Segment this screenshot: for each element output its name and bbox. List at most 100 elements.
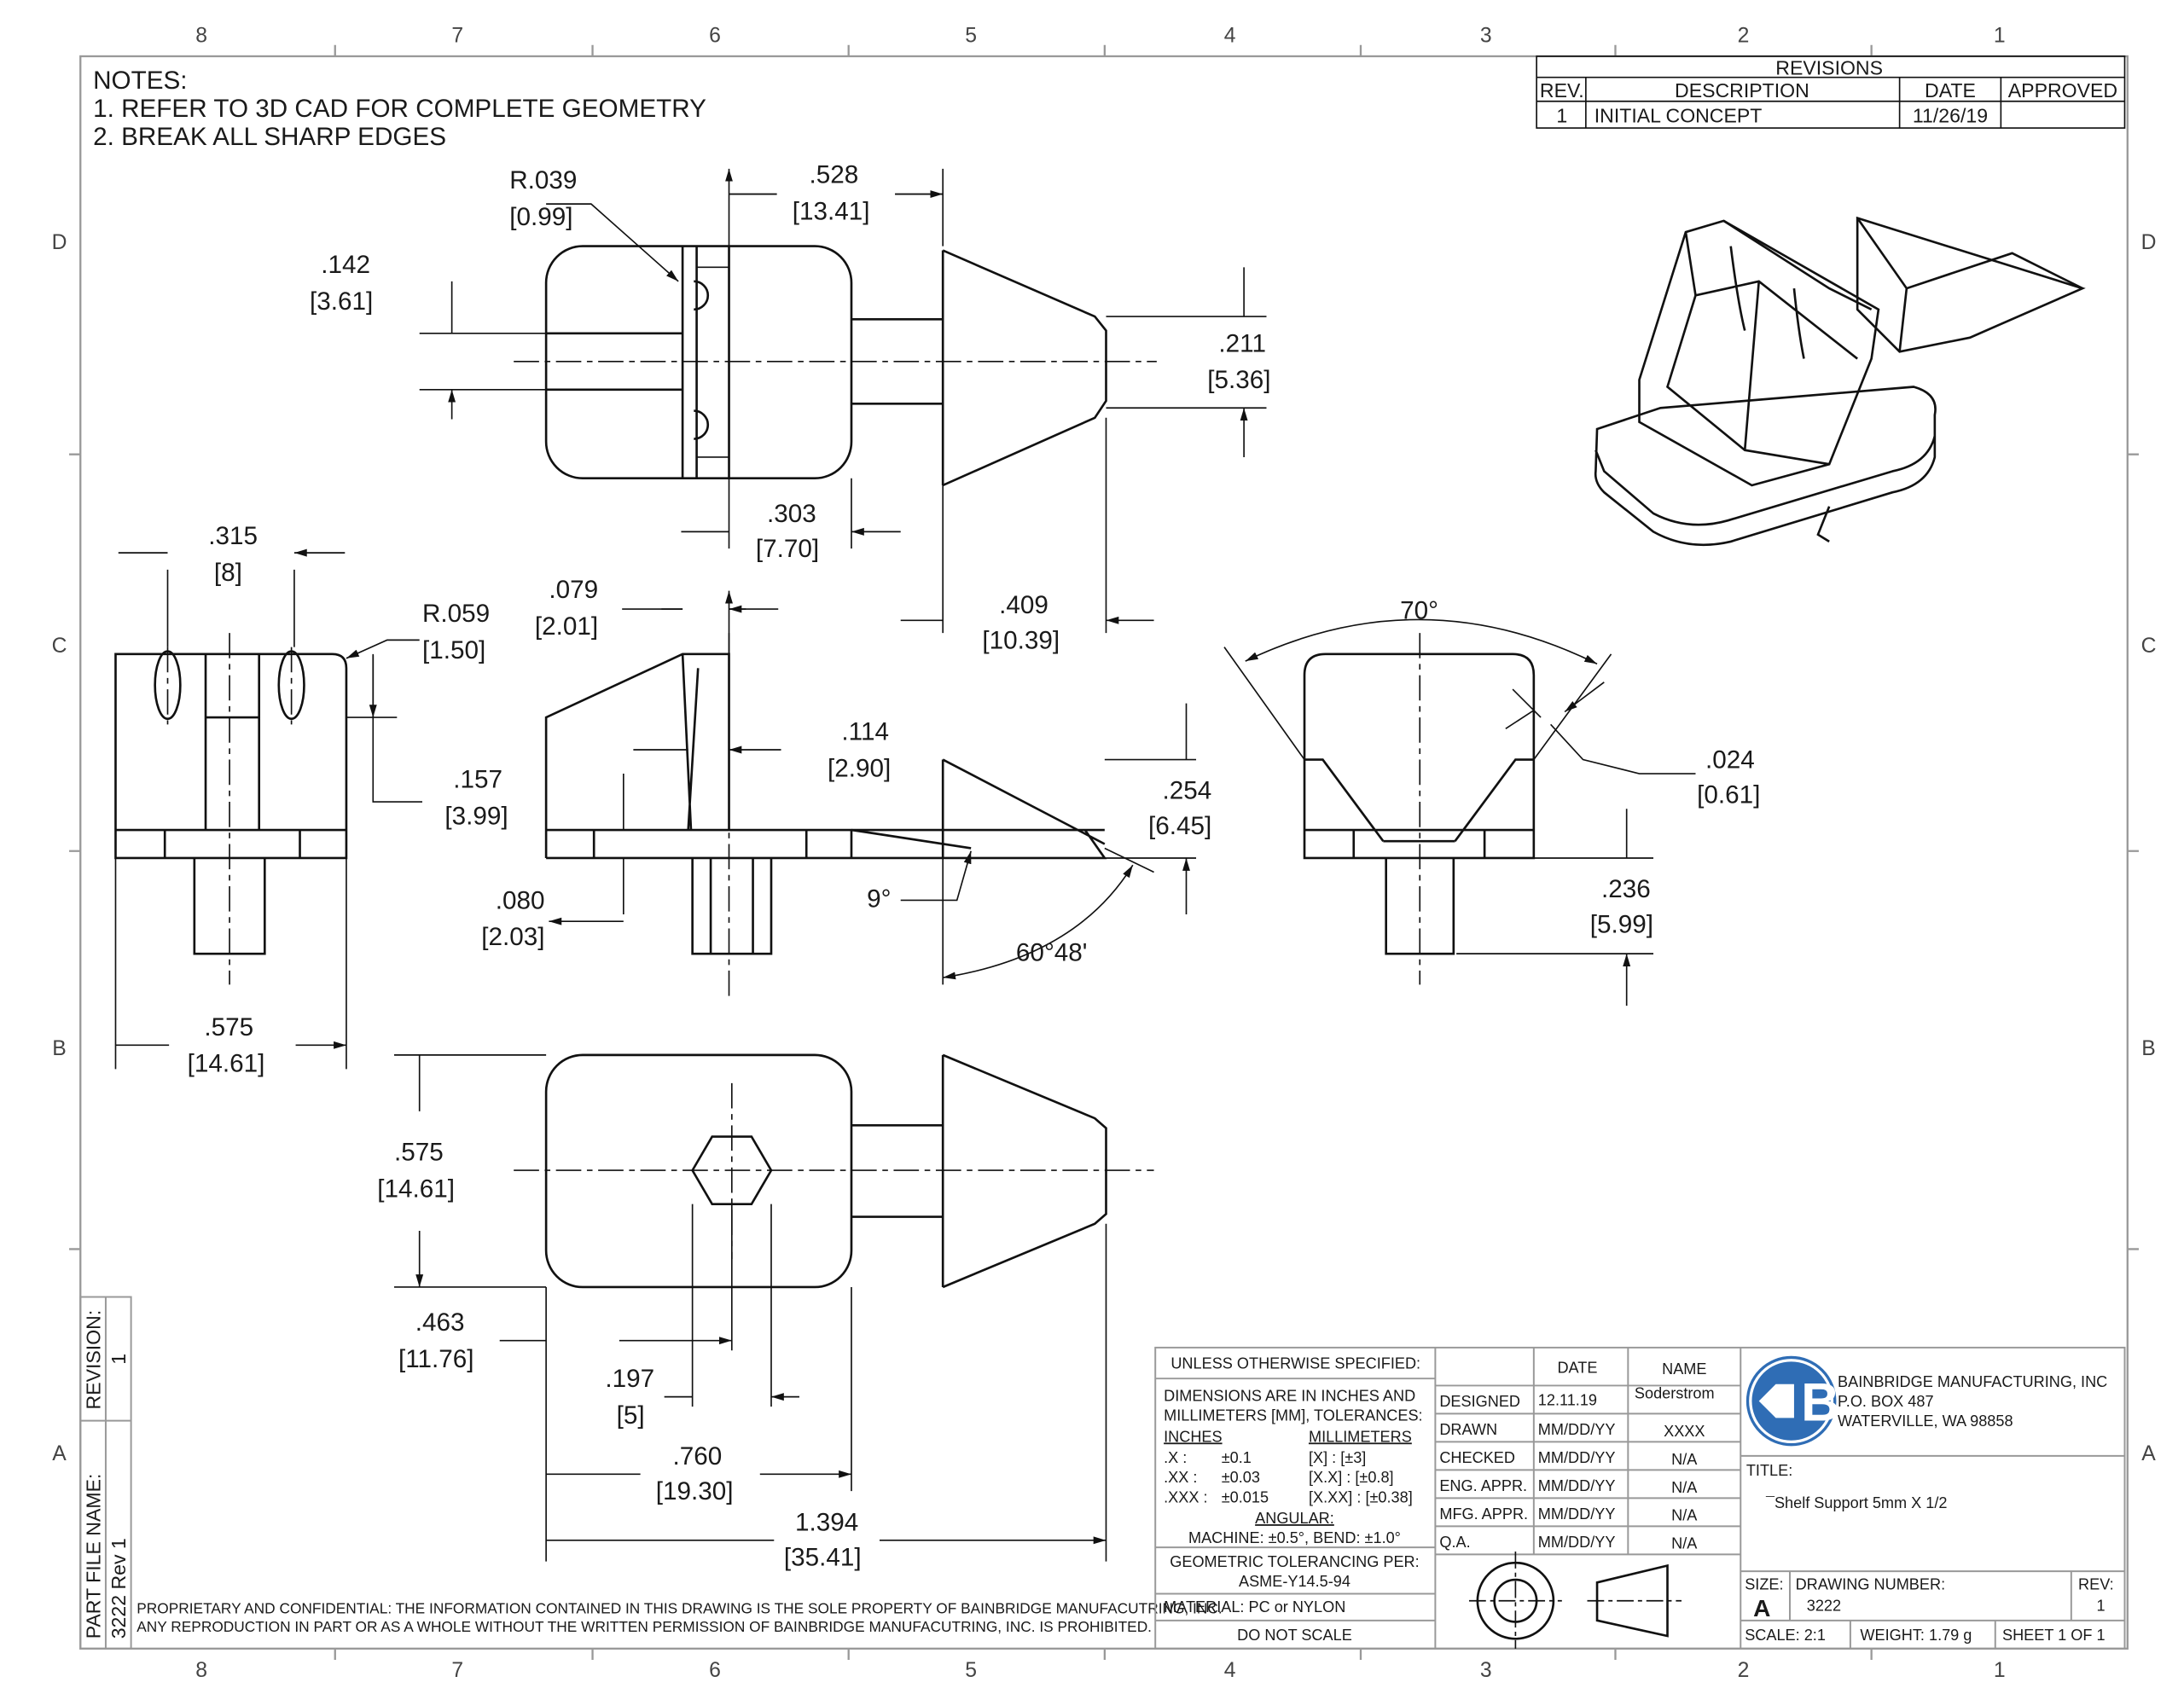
tol: ±0.015: [1222, 1488, 1269, 1505]
rev-cell: 11/26/19: [1913, 104, 1988, 126]
zone-col: 7: [451, 1659, 463, 1682]
file-label: PART FILE NAME:: [82, 1474, 104, 1639]
dim-text: .157: [453, 766, 502, 794]
note-item: 2. BREAK ALL SHARP EDGES: [93, 123, 446, 151]
dim-text: R.059: [422, 600, 490, 628]
dim-text: R.039: [509, 166, 577, 194]
zone-col: 5: [965, 24, 977, 47]
row-date: MM/DD/YY: [1538, 1477, 1616, 1494]
rev-label: REV:: [2078, 1576, 2114, 1593]
dim-text: [3.99]: [444, 802, 508, 830]
rev-header: DATE: [1925, 79, 1976, 102]
zone-col: 3: [1480, 1659, 1492, 1682]
size-label: SIZE:: [1745, 1576, 1783, 1593]
row-label: ENG. APPR.: [1439, 1477, 1527, 1494]
row-date: 12.11.19: [1538, 1392, 1597, 1409]
zone-row: C: [2141, 635, 2157, 658]
left-view: [114, 633, 348, 985]
notes: NOTES: 1. REFER TO 3D CAD FOR COMPLETE G…: [93, 67, 706, 151]
dim-text: .236: [1601, 875, 1651, 903]
zone-row: B: [52, 1037, 67, 1060]
left-view-dimensions: .315 [8] R.059 [1.50] .157 [3.99] .575 […: [114, 522, 508, 1078]
dim-text: .315: [208, 522, 258, 550]
dwg-number: 3222: [1807, 1597, 1841, 1614]
col-header: DATE: [1557, 1360, 1597, 1377]
rev-value: 1: [2097, 1597, 2106, 1614]
rev-header: DESCRIPTION: [1675, 79, 1809, 102]
zone-col: 3: [1480, 24, 1492, 47]
dim-text: .024: [1705, 745, 1755, 774]
row-date: MM/DD/YY: [1538, 1534, 1616, 1551]
dim-text: [1.50]: [422, 636, 485, 664]
proprietary-line: ANY REPRODUCTION IN PART OR AS A WHOLE W…: [136, 1618, 1152, 1635]
row-name: XXXX: [1664, 1423, 1705, 1440]
rev-header: REV.: [1540, 79, 1584, 102]
logo-letter: B: [1801, 1373, 1839, 1433]
zone-row: A: [52, 1442, 67, 1465]
zone-col: 7: [451, 24, 463, 47]
dim-text: .142: [321, 251, 370, 279]
dim-text: .211: [1218, 329, 1266, 357]
file-name: 3222 Rev 1: [107, 1538, 130, 1639]
zone-row: A: [2141, 1442, 2156, 1465]
sheet-frame: 8 7 6 5 4 3 2 1 8 7 6 5 4 3 2 1 D C B A …: [52, 24, 2157, 1681]
dim-text: [2.03]: [481, 923, 544, 951]
weight: WEIGHT: 1.79 g: [1860, 1627, 1972, 1644]
proprietary-notice: PROPRIETARY AND CONFIDENTIAL: THE INFORM…: [136, 1600, 1222, 1635]
revisions-title: REVISIONS: [1775, 56, 1883, 78]
company-city: WATERVILLE, WA 98858: [1838, 1412, 2013, 1430]
revision-value: 1: [107, 1354, 130, 1365]
dim-text: [5]: [617, 1401, 645, 1430]
note-item: 1. REFER TO 3D CAD FOR COMPLETE GEOMETRY: [93, 95, 706, 123]
unless-label: UNLESS OTHERWISE SPECIFIED:: [1170, 1355, 1420, 1372]
dim-text: .760: [673, 1442, 723, 1470]
tol: .X :: [1164, 1449, 1187, 1466]
inches-label: INCHES: [1164, 1428, 1222, 1445]
dim-text: 9°: [867, 885, 891, 914]
zone-col: 6: [709, 1659, 721, 1682]
dim-text: [14.61]: [188, 1050, 265, 1078]
row-date: MM/DD/YY: [1538, 1505, 1616, 1523]
material: MATERIAL: PC or NYLON: [1164, 1598, 1345, 1615]
zone-row: B: [2141, 1037, 2155, 1060]
dim-text: [3.61]: [310, 287, 373, 316]
dim-text: .409: [999, 591, 1048, 619]
angular-label: ANGULAR:: [1255, 1510, 1334, 1527]
tol: [X] : [±3]: [1309, 1449, 1366, 1466]
tol: .XX :: [1164, 1469, 1197, 1486]
dim-text: [2.01]: [535, 612, 598, 641]
dim-text: .079: [549, 576, 598, 604]
dims-note: DIMENSIONS ARE IN INCHES AND: [1164, 1388, 1415, 1405]
row-name: N/A: [1671, 1451, 1698, 1468]
side-strip: REVISION: 1 PART FILE NAME: 3222 Rev 1: [79, 1296, 132, 1650]
dim-text: .303: [767, 500, 816, 528]
dim-text: [8]: [214, 559, 242, 587]
zone-row: D: [2141, 231, 2157, 254]
geo-label: GEOMETRIC TOLERANCING PER:: [1170, 1553, 1419, 1570]
dwg-label: DRAWING NUMBER:: [1796, 1576, 1946, 1593]
zone-col: 2: [1738, 24, 1750, 47]
dim-text: [7.70]: [756, 535, 819, 563]
zone-col: 2: [1738, 1659, 1750, 1682]
row-label: DRAWN: [1439, 1421, 1497, 1438]
dim-text: [35.41]: [784, 1544, 862, 1572]
sheet: SHEET 1 OF 1: [2002, 1627, 2106, 1644]
bottom-view-dimensions: .575 [14.61] .463 [11.76] .197 [5] .760 …: [377, 1054, 1106, 1572]
zone-col: 1: [1994, 24, 2006, 47]
dim-text: .575: [394, 1139, 444, 1167]
zone-col: 1: [1994, 1659, 2006, 1682]
tol: [X.XX] : [±0.38]: [1309, 1488, 1413, 1505]
company-logo: B: [1745, 1355, 1839, 1447]
dims-note: MILLIMETERS [MM], TOLERANCES:: [1164, 1407, 1423, 1424]
dim-text: .463: [415, 1308, 465, 1337]
zone-col: 8: [195, 24, 207, 47]
revision-label: REVISION:: [82, 1310, 104, 1410]
dim-text: 60°48': [1016, 938, 1088, 966]
row-label: Q.A.: [1439, 1534, 1470, 1551]
row-name: N/A: [1671, 1535, 1698, 1552]
mm-label: MILLIMETERS: [1309, 1428, 1412, 1445]
tol: ±0.1: [1222, 1449, 1252, 1466]
isometric-view: [1594, 216, 2086, 547]
projection-symbol: [1468, 1552, 1682, 1649]
dim-text: [0.61]: [1697, 781, 1760, 809]
